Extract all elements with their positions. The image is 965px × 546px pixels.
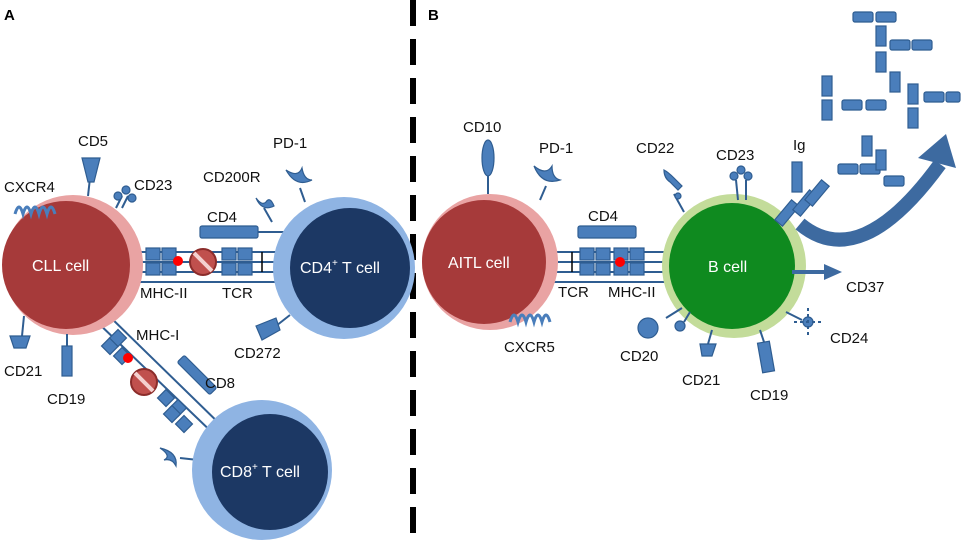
cd8-t-cell-label: CD8+ T cell [220, 462, 300, 481]
blocked-mhc-i-icon [130, 368, 158, 396]
cd272-receptor-icon [255, 314, 291, 341]
cd10-label: CD10 [463, 119, 501, 136]
secretion-arrowhead-icon [918, 134, 956, 168]
mhc-ii-molecule-icon [145, 247, 183, 276]
cd22-label: CD22 [636, 140, 674, 157]
pd1-receptor-icon-cd8 [159, 447, 199, 468]
cd19-receptor-icon-b [756, 340, 776, 374]
cd19-label-b: CD19 [750, 387, 788, 404]
cd23-receptor-icon [113, 185, 137, 209]
panel-label-b: B [428, 7, 439, 24]
cd22-receptor-icon [663, 169, 685, 213]
secretion-arrow-icon [795, 159, 946, 247]
cd4-label-b: CD4 [588, 208, 618, 225]
cd37-receptor-icon [792, 264, 842, 280]
cd23-receptor-icon-b [729, 165, 753, 201]
cll-cell-label: CLL cell [32, 258, 89, 275]
cd20-label: CD20 [620, 348, 658, 365]
cd200r-receptor-icon [255, 197, 275, 223]
b-cell: B cell [662, 194, 806, 338]
b-cell-label: B cell [708, 259, 747, 276]
aitl-cell: AITL cell [422, 194, 558, 330]
tcr-molecule-icon-b [571, 247, 611, 276]
cd272-label: CD272 [234, 345, 281, 362]
pd1-receptor-icon-b [533, 163, 563, 201]
mhc-ii-molecule-icon-b [613, 247, 645, 276]
cd21-receptor-icon-b [699, 329, 717, 357]
cd10-receptor-icon [481, 139, 495, 194]
tcr-cd8-molecule-icon [156, 355, 217, 434]
cd24-label: CD24 [830, 330, 868, 347]
panel-label-a: A [4, 7, 15, 24]
cd21-label-a: CD21 [4, 363, 42, 380]
cd19-receptor-icon-a [61, 345, 73, 377]
cd4-molecule-icon [199, 225, 259, 239]
tcr-label-b: TCR [558, 284, 589, 301]
pd1-label-b: PD-1 [539, 140, 573, 157]
cd4-molecule-icon-b [577, 225, 637, 239]
mhc-ii-label-b: MHC-II [608, 284, 656, 301]
cd24-receptor-icon [785, 308, 822, 336]
cd19-label-a: CD19 [47, 391, 85, 408]
cd8-t-cell: CD8+ T cell [192, 400, 332, 540]
cd23-label-b: CD23 [716, 147, 754, 164]
cd4-label-a: CD4 [207, 209, 237, 226]
ig-receptor-icon [773, 161, 831, 228]
cd5-label: CD5 [78, 133, 108, 150]
cd4-t-cell-label: CD4+ T cell [300, 258, 380, 277]
cxcr5-receptor-icon [508, 313, 552, 328]
cd8-label: CD8 [205, 375, 235, 392]
cd5-receptor-icon [81, 157, 101, 197]
cd200r-label: CD200R [203, 169, 261, 186]
ig-label: Ig [793, 137, 806, 154]
pd1-receptor-icon-a [285, 165, 313, 203]
pd1-label-a: PD-1 [273, 135, 307, 152]
mhc-i-label: MHC-I [136, 327, 179, 344]
cxcr4-label: CXCR4 [4, 179, 55, 196]
cd37-label: CD37 [846, 279, 884, 296]
cxcr5-label: CXCR5 [504, 339, 555, 356]
mhc-i-molecule-icon [100, 328, 133, 366]
tcr-label-a: TCR [222, 285, 253, 302]
cd21-receptor-icon-a [9, 315, 31, 349]
mhc-ii-label-a: MHC-II [140, 285, 188, 302]
cll-cell: CLL cell [2, 195, 143, 335]
cd20-receptor-icon [637, 307, 691, 339]
cd4-t-cell: CD4+ T cell [273, 197, 415, 339]
secreted-ig-icons [821, 11, 961, 187]
cd21-label-b: CD21 [682, 372, 720, 389]
aitl-cell-label: AITL cell [448, 255, 510, 272]
cd23-label-a: CD23 [134, 177, 172, 194]
blocked-interaction-icon [189, 248, 217, 276]
tcr-molecule-icon [221, 247, 263, 276]
cxcr4-receptor-icon [13, 205, 57, 220]
